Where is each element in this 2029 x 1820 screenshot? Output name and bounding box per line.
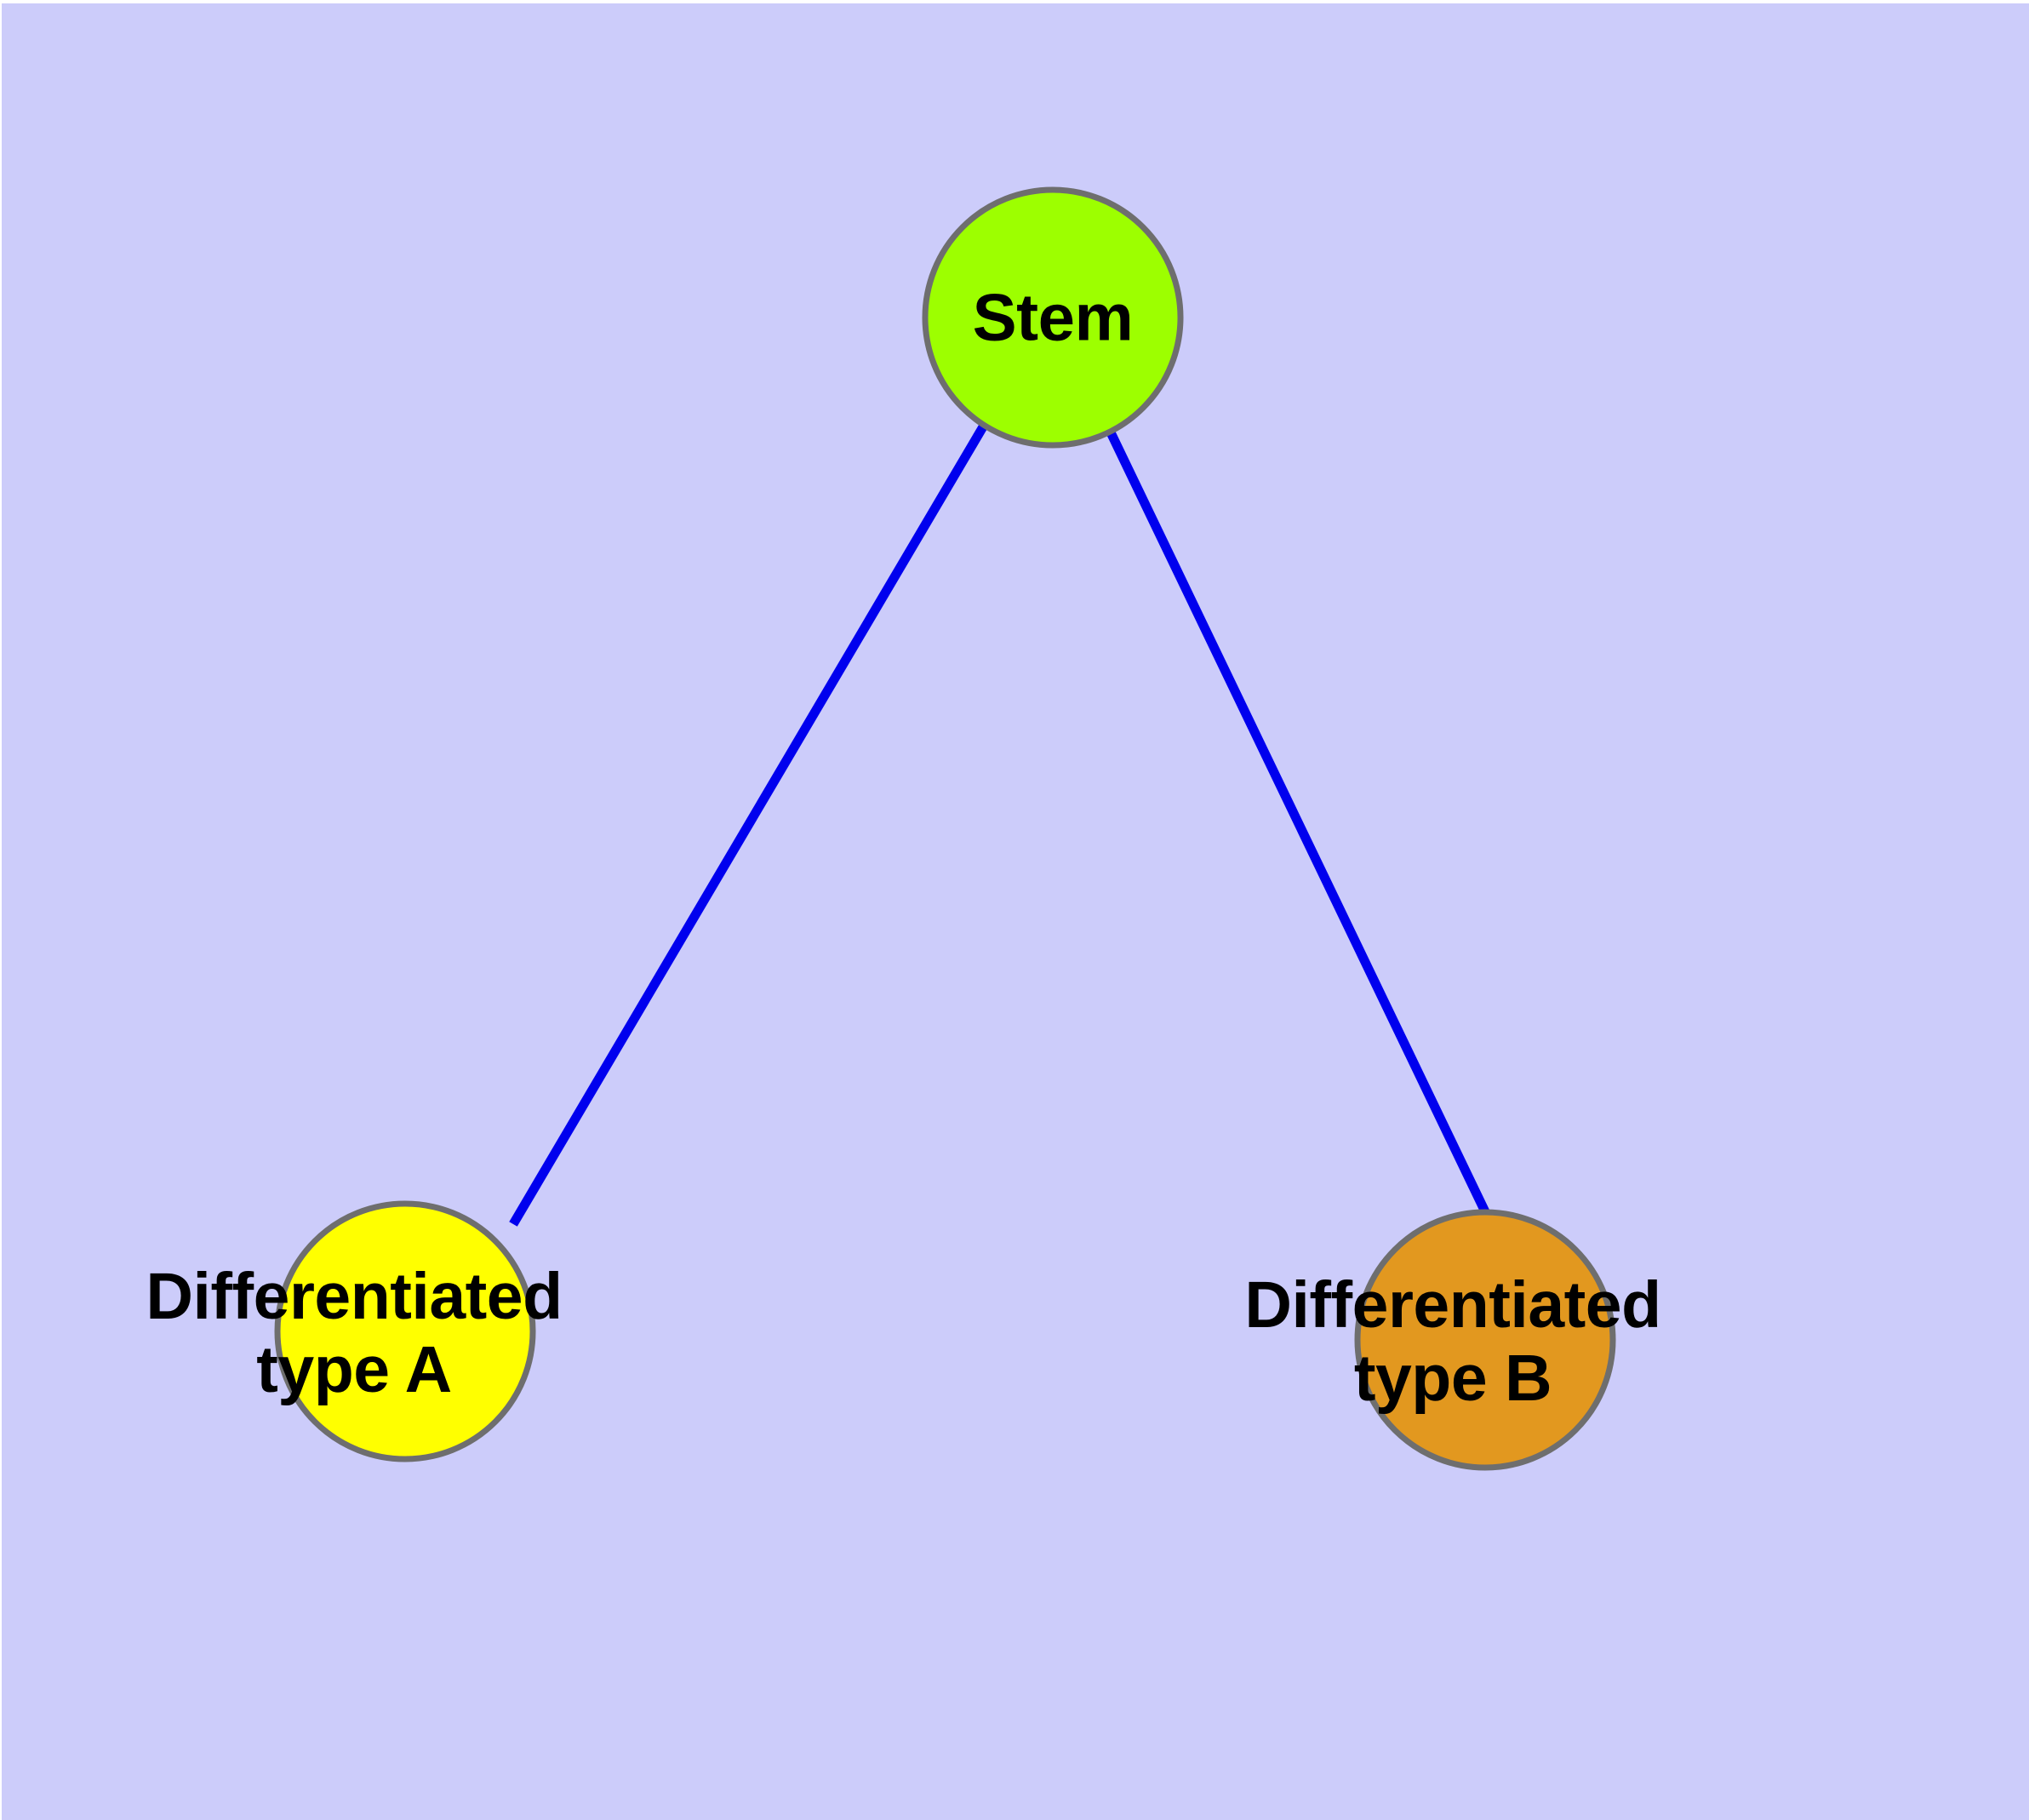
edge-stem-to-differentiated-type-b[interactable] [1106, 430, 1495, 1227]
nodes-group [274, 186, 1616, 1471]
node-stem[interactable] [922, 186, 1184, 449]
node-differentiated-type-a[interactable] [274, 1200, 536, 1462]
node-differentiated-type-b[interactable] [1354, 1209, 1616, 1471]
edge-stem-to-differentiated-type-a[interactable] [509, 421, 989, 1227]
edges-group [509, 421, 1495, 1227]
